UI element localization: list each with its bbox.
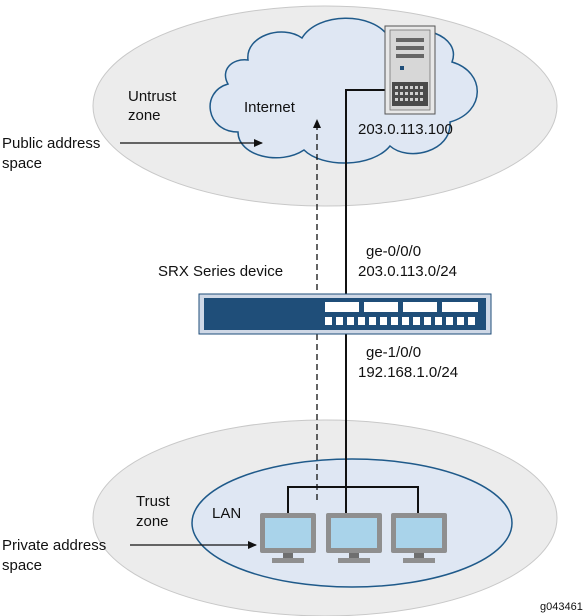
lan-label: LAN (212, 505, 241, 522)
untrust-zone-label-line2: zone (128, 107, 161, 124)
server-icon (384, 25, 436, 115)
trust-zone-label-line2: zone (136, 513, 169, 530)
monitor-icon (260, 513, 316, 563)
lan-branch-left (287, 486, 419, 513)
trust-zone-label-line1: Trust (136, 493, 170, 510)
upper-network-label: 203.0.113.0/24 (358, 263, 457, 280)
lower-network-label: 192.168.1.0/24 (358, 364, 458, 381)
internet-label: Internet (244, 99, 296, 116)
lower-interface-label: ge-1/0/0 (366, 344, 421, 361)
monitor-icon (391, 513, 447, 563)
untrust-zone-label-line1: Untrust (128, 88, 177, 105)
monitor-icon (326, 513, 382, 563)
srx-device-label: SRX Series device (158, 263, 283, 280)
server-ip-label: 203.0.113.100 (358, 121, 453, 138)
upper-interface-label: ge-0/0/0 (366, 243, 421, 260)
router-icon (198, 293, 492, 335)
public-space-label-line2: space (2, 155, 42, 172)
private-space-label-line2: space (2, 557, 42, 574)
public-space-label-line1: Public address (2, 135, 100, 152)
private-space-label-line1: Private address (2, 537, 106, 554)
connection-line (345, 89, 390, 488)
figure-id-label: g043461 (540, 601, 583, 613)
